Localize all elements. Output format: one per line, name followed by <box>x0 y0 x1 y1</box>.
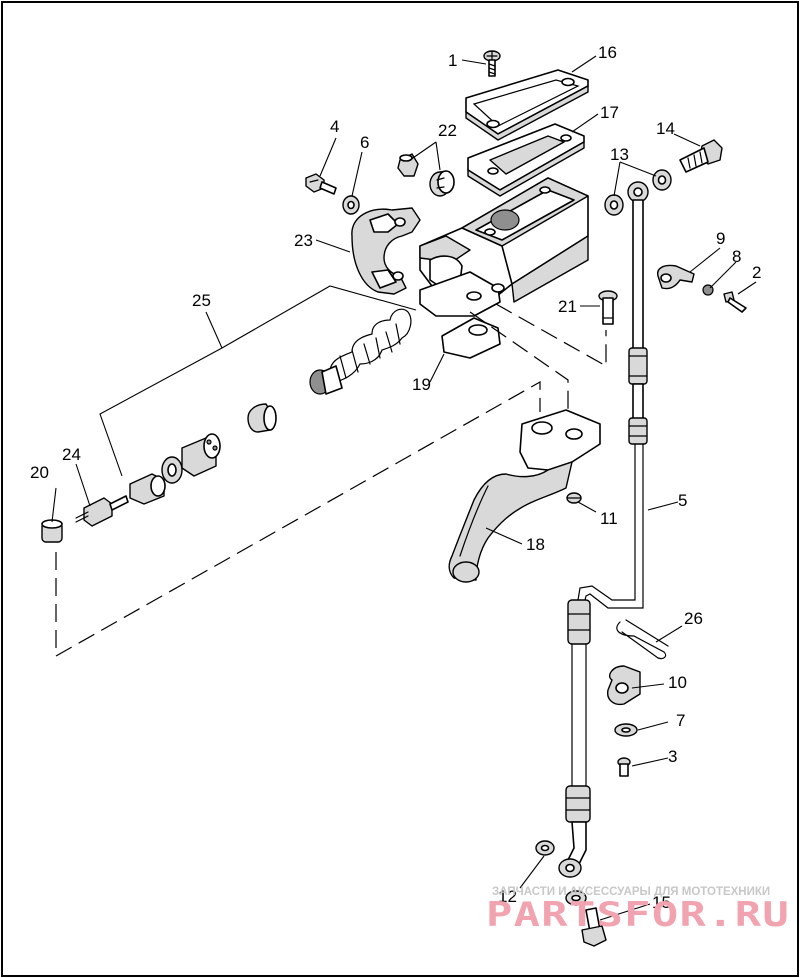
part-5-brake-line <box>558 181 649 878</box>
callout-numbers: 1 2 3 4 5 6 7 8 9 10 11 12 13 14 15 16 1… <box>30 43 761 912</box>
part-26-clip <box>616 619 669 660</box>
callout-18: 18 <box>526 535 545 554</box>
part-11-clip <box>566 492 582 504</box>
callout-4: 4 <box>330 117 339 136</box>
callout-14: 14 <box>656 119 675 138</box>
callout-15: 15 <box>652 893 671 912</box>
callout-9: 9 <box>716 229 725 248</box>
callout-16: 16 <box>598 43 617 62</box>
callout-1: 1 <box>448 51 457 70</box>
callout-19: 19 <box>412 375 431 394</box>
watermark-caption: ЗАПЧАСТИ И АКСЕССУАРЫ ДЛЯ МОТОТЕХНИКИ <box>492 886 770 898</box>
part-24-push-rod <box>75 495 129 527</box>
part-13-washers <box>604 169 672 216</box>
callout-5: 5 <box>678 491 687 510</box>
callout-3: 3 <box>668 747 677 766</box>
part-12-washers <box>535 840 587 906</box>
callout-10: 10 <box>668 673 687 692</box>
part-22-plugs <box>397 153 455 197</box>
callout-8: 8 <box>732 247 741 266</box>
callout-6: 6 <box>360 133 369 152</box>
part-7-washer <box>614 723 638 737</box>
callout-23: 23 <box>294 231 313 250</box>
part-19-pivot-boss <box>441 317 501 359</box>
callout-21: 21 <box>558 297 577 316</box>
part-17-gasket <box>467 123 585 197</box>
callout-2: 2 <box>752 263 761 282</box>
callout-12: 12 <box>498 887 517 906</box>
callout-24: 24 <box>62 445 81 464</box>
callout-11: 11 <box>600 509 618 528</box>
callout-22: 22 <box>438 121 457 140</box>
part-6-washer <box>342 195 360 215</box>
center-lines <box>55 303 607 658</box>
part-21-pin <box>598 290 618 325</box>
watermark-logo: PARTSFOR.RU <box>486 895 790 935</box>
part-2-screw <box>723 291 747 313</box>
part-23-clamp <box>351 207 421 295</box>
part-9-clip <box>657 264 695 290</box>
part-1-screw <box>483 50 501 77</box>
part-18-lever <box>448 409 601 583</box>
part-4-bolt <box>305 173 337 195</box>
callout-13: 13 <box>610 145 629 164</box>
leader-lines <box>51 55 757 921</box>
master-cylinder-body <box>419 177 589 317</box>
part-20-boot <box>41 519 63 543</box>
callout-20: 20 <box>30 463 49 482</box>
callout-25: 25 <box>192 291 211 310</box>
part-16-cover <box>465 69 589 141</box>
callout-7: 7 <box>676 711 685 730</box>
part-3-screw <box>617 757 631 777</box>
part-15-banjo-bolt <box>581 907 607 947</box>
part-14-banjo-bolt <box>679 139 723 173</box>
part-10-clip <box>607 665 641 706</box>
watermark: ЗАПЧАСТИ И АКСЕССУАРЫ ДЛЯ МОТОТЕХНИКИ PA… <box>486 886 790 935</box>
callout-26: 26 <box>684 609 703 628</box>
callout-17: 17 <box>600 103 619 122</box>
part-25-spring-piston <box>129 308 412 505</box>
